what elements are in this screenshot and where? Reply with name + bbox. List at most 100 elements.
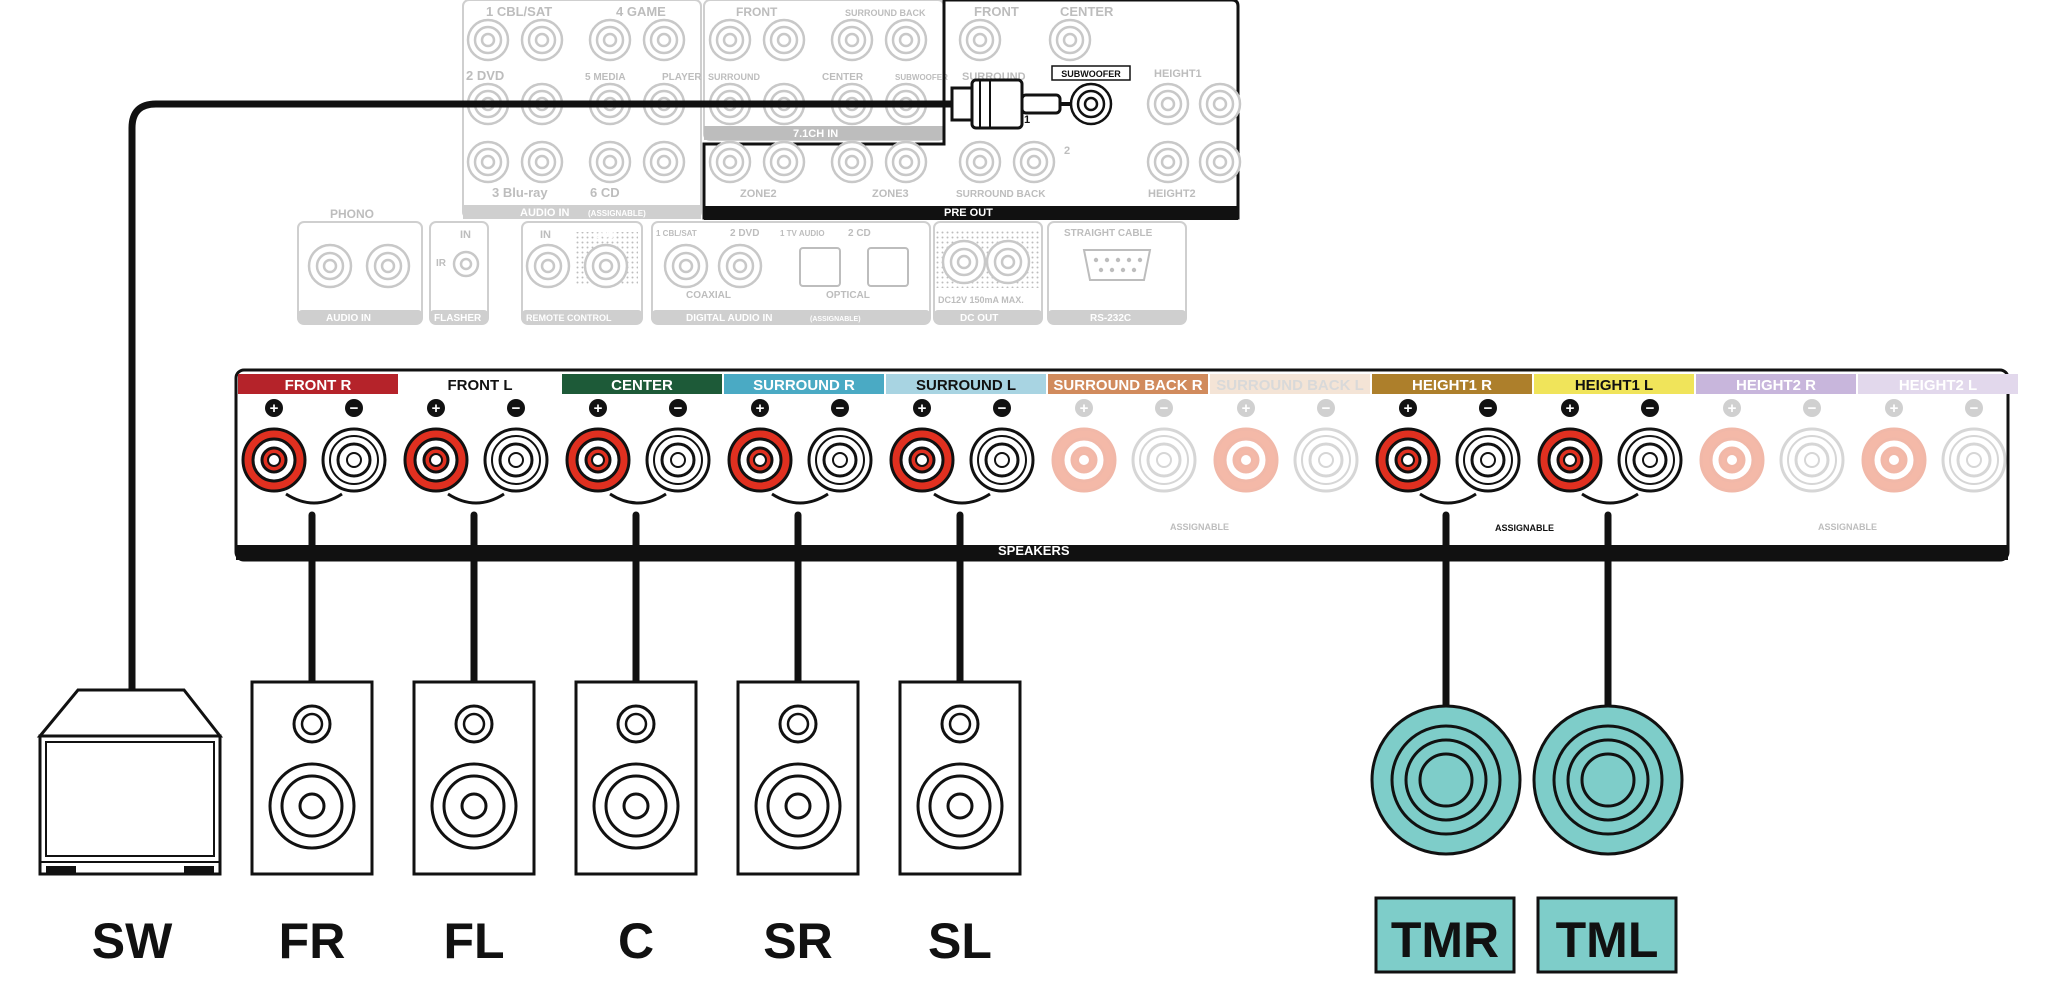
rs232c-connector [1082,249,1152,281]
io-jack-faded [717,243,763,289]
rs-top-label: STRAIGHT CABLE [1064,228,1153,239]
sub-num-2: 2 [1064,145,1070,157]
speaker-terminal-panel [234,368,2010,562]
svg-text:+: + [1080,400,1089,417]
flasher-in-label: IN [460,229,471,241]
rca-jack-faded [642,18,686,62]
remote-out-label: OUT [594,230,615,241]
svg-text:−: − [1646,400,1655,417]
rca-jack-faded [958,18,1002,62]
svg-text:+: + [1404,400,1413,417]
c-speaker [574,680,698,876]
channel-9: HEIGHT1 L [1534,374,1694,394]
rca-jack-faded [1012,140,1056,184]
ch71-footer: 7.1CH IN [793,128,838,140]
polarity-markers: +− [427,399,525,417]
label-tmr: TMR [1391,912,1499,968]
subwoofer-out-jack [1069,82,1113,126]
terminal-pair [403,427,549,505]
terminal-pair [565,427,711,505]
svg-text:+: + [1890,400,1899,417]
polarity-markers: +− [1075,399,1173,417]
svg-text:+: + [270,400,279,417]
svg-text:+: + [756,400,765,417]
svg-text:−: − [1484,400,1493,417]
svg-text:+: + [432,400,441,417]
sub-num-1: 1 [1024,114,1030,126]
rca-jack-faded [466,140,510,184]
digital-label-2: 2 DVD [730,228,759,239]
terminal-pair [1699,427,1845,493]
digital-label-4: 2 CD [848,228,871,239]
channel-label: HEIGHT1 L [1575,377,1653,394]
svg-text:−: − [350,400,359,417]
audio-in-footer-note: (ASSIGNABLE) [588,209,646,218]
channel-label: SURROUND BACK R [1053,377,1202,394]
assignable-label-3: ASSIGNABLE [1818,522,1877,532]
polarity-markers: +− [751,399,849,417]
rca-plug [950,78,1072,130]
sr-speaker [736,680,860,876]
flasher-footer: FLASHER [434,313,482,324]
polarity-markers: +− [1885,399,1983,417]
optical-ports [799,247,909,287]
svg-text:+: + [918,400,927,417]
tmr-speaker [1370,704,1522,856]
label-fl: FL [443,913,504,969]
box-speakers [250,680,1022,876]
label-tml: TML [1556,912,1659,968]
terminal-pair [1375,427,1521,505]
back-panel-top: 1 CBL/SAT 4 GAME 2 DVD 5 MEDIA PLAYER 3 … [462,0,1242,220]
svg-text:−: − [1970,400,1979,417]
label-tml-box: TML [1536,896,1678,974]
channel-label: CENTER [611,377,673,394]
rca-jack-faded [762,140,806,184]
rca-jack-faded [642,140,686,184]
svg-text:−: − [1808,400,1817,417]
subwoofer-label-box [1051,65,1131,81]
channel-label: SURROUND R [753,377,855,394]
rca-jack-faded [708,18,752,62]
polarity-markers: +− [1561,399,1659,417]
rca-jack-faded [708,140,752,184]
rca-jack-faded [762,18,806,62]
svg-text:+: + [1242,400,1251,417]
assignable-label-1: ASSIGNABLE [1170,522,1229,532]
digital-footer: DIGITAL AUDIO IN [686,313,772,324]
faded-rca-jacks [466,18,1242,184]
io-jack-faded [365,243,411,289]
terminal-pair [727,427,873,505]
audio-in-label-7: 6 CD [590,185,620,200]
svg-text:−: − [836,400,845,417]
rs-footer: RS-232C [1090,313,1131,324]
audio-in-label-6: 3 Blu-ray [492,185,548,200]
audio-in-label-5: PLAYER [662,72,702,83]
rca-jack-faded [588,140,632,184]
io-jack-faded [525,243,571,289]
digital-footer-note: (ASSIGNABLE) [810,316,861,323]
rca-jack-faded [830,18,874,62]
ch71-label-sub: SUBWOOFER [895,73,948,82]
tml-speaker [1532,704,1684,856]
label-tmr-box: TMR [1374,896,1516,974]
polarity-markers: +− [1399,399,1497,417]
pre-out-label-front: FRONT [974,4,1019,19]
dc-footer: DC OUT [960,313,998,324]
audio-in-label-4: 5 MEDIA [585,72,626,83]
rca-jack-faded [958,140,1002,184]
svg-text:−: − [512,400,521,417]
svg-text:−: − [1322,400,1331,417]
audio-in-label-2: 4 GAME [616,4,666,19]
coaxial-label: COAXIAL [686,290,731,301]
sl-speaker [898,680,1022,876]
ch71-label-center: CENTER [822,72,864,83]
speakers-footer: SPEAKERS [998,543,1070,558]
audio-in-label-3: 2 DVD [466,68,504,83]
channel-8: HEIGHT1 R [1372,374,1532,394]
channel-6: SURROUND BACK R [1048,374,1208,394]
channel-label: SURROUND L [916,377,1016,394]
rca-jack-faded [520,140,564,184]
